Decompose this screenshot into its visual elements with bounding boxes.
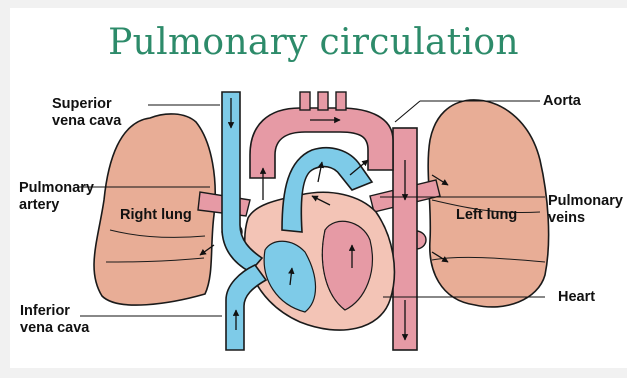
label-superior-vena-cava: Superior vena cava: [52, 96, 121, 130]
label-left-lung: Left lung: [456, 207, 517, 224]
label-pulmonary-veins: Pulmonary veins: [548, 193, 623, 227]
label-right-lung: Right lung: [120, 207, 192, 224]
label-pulmonary-artery: Pulmonary artery: [19, 180, 94, 214]
label-inferior-vena-cava: Inferior vena cava: [20, 303, 89, 337]
label-heart: Heart: [558, 289, 595, 306]
inferior-vena-cava: [226, 265, 266, 350]
label-aorta: Aorta: [543, 93, 581, 110]
